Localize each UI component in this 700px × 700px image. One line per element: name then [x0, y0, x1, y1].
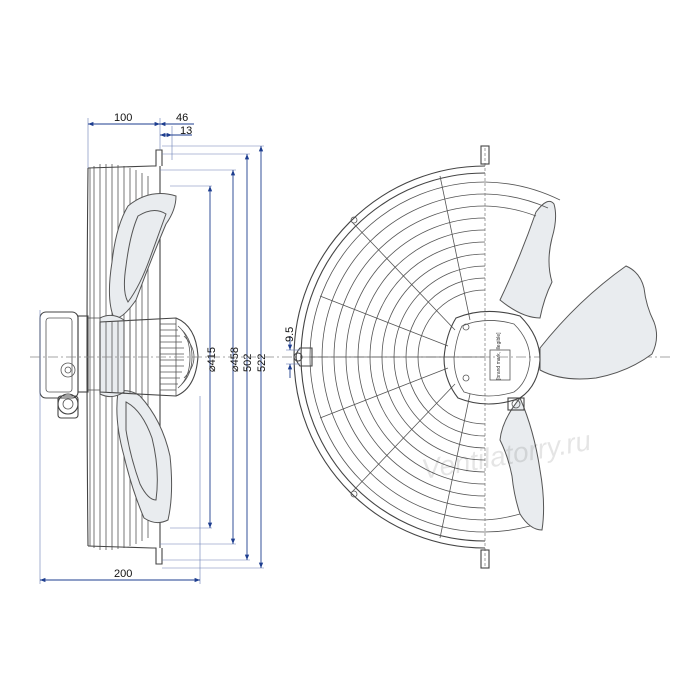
side-blades	[99, 193, 177, 524]
front-cable-gland	[507, 397, 525, 411]
front-left-tab: 9.5	[284, 327, 313, 378]
side-rotor-hub	[99, 317, 199, 397]
dim-hole-size: 9.5	[284, 327, 296, 342]
nameplate: [brand mark, illegible]	[489, 332, 511, 381]
cable-gland	[57, 393, 79, 419]
rotor-fins	[160, 323, 184, 391]
dim-blade-diameter: ⌀415	[206, 347, 218, 372]
dim-bolt-circle: 502	[242, 354, 254, 372]
dim-inner-ring-diameter: ⌀458	[229, 347, 241, 372]
dim-offset-top: 46	[176, 112, 188, 124]
front-view: 9.5 [brand mark, illegible] Ventilatorry…	[284, 145, 658, 569]
dim-flange-top: 13	[180, 125, 192, 137]
front-motor-hub: [brand mark, illegible]	[443, 310, 541, 411]
front-blades	[499, 200, 658, 531]
dim-width-top: 100	[114, 112, 132, 124]
front-guard-struts	[310, 175, 485, 539]
dim-overall-width: 200	[114, 568, 132, 580]
side-dimensions: 100 46 13 200 ⌀415 ⌀458 502	[39, 112, 268, 584]
nameplate-label: [brand mark, illegible]	[496, 332, 502, 380]
front-mount-tabs	[350, 145, 490, 569]
dim-guard-outer: 522	[256, 354, 268, 372]
side-view: 100 46 13 200 ⌀415 ⌀458 502	[39, 112, 268, 584]
side-terminal-box	[39, 311, 100, 419]
